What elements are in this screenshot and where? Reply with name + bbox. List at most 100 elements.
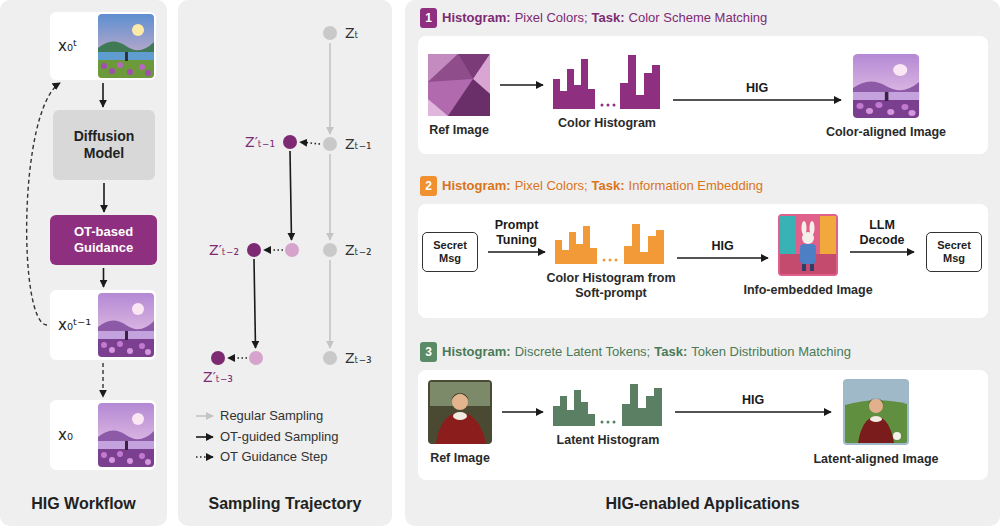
histogram-bars [567,69,574,109]
box-text: OT-based Guidance [50,224,157,255]
caption-holder: Ref Image [429,123,489,138]
card-heading-holder: Histogram:Pixel Colors;Task:Color Scheme… [442,9,767,26]
histogram-bars [553,406,560,426]
caption-holder: Info-embedded Image [743,283,872,298]
reference-image [428,99,448,116]
generated-image [98,14,154,78]
histogram-bars [601,421,604,424]
card-ground [418,36,988,154]
latent-aligned-picture [869,399,883,413]
image-label-holder: x₀ᵗ⁻¹ [58,316,91,334]
histogram-figure: Color Histogram [553,55,661,109]
image-figure: Info-embedded Image [778,214,838,276]
histogram-bars [615,259,618,262]
card-ground [50,12,156,80]
caption: Ref Image [429,123,489,137]
panel-ground [0,0,167,526]
latent-aligned-picture [843,379,909,445]
edge-label: HIG [742,393,764,407]
caption: Color Histogram from Soft-prompt [546,271,675,300]
application-card: Histogram:Discrete Latent Tokens;Task:To… [418,370,988,480]
histogram-figure: Latent Histogram [553,384,663,426]
histogram-bars [656,230,664,264]
card-heading: Pixel Colors; [515,9,588,26]
applications-panel: HIG-enabled ApplicationsHistogram:Pixel … [405,0,1000,526]
card-ground [418,370,988,480]
latent-label: Z′ₜ₋₃ [203,369,233,385]
connector-arrow [500,84,543,86]
latent-label: Z′ₜ₋₁ [245,134,275,150]
caption-holder: Color Histogram from Soft-prompt [546,271,676,301]
card-heading: Histogram: [442,9,511,26]
card-heading: Task: [592,9,625,26]
latent-label: Zₜ [345,25,359,41]
legend-row: OT-guided Sampling [220,429,339,445]
card-heading: Token Distribution Matching [691,343,851,360]
info-embedded-picture [802,264,806,271]
latent-dot: Zₜ [323,26,337,40]
panel-title-holder: Sampling Trajectory [178,495,392,513]
histogram-bars [628,55,636,109]
legend-text: Regular Sampling [220,408,323,423]
connector-arrow [673,99,841,101]
image-label: x₀ᵗ [58,37,77,55]
histogram-bars [555,224,664,264]
histogram-bars [609,259,612,262]
guided-dot: Z′ₜ₋₃ [211,351,225,365]
image-figure: Ref Image [428,380,492,444]
reference-image [428,54,490,116]
edge-label-holder: Prompt Tuning [487,218,547,248]
card-ground [50,12,988,480]
legend-row: OT Guidance Step [220,449,327,465]
info-embedded-picture [802,232,814,244]
trajectory-panel: Sampling Trajectory ZₜZ′ₜ₋₁ Zₜ₋₁ Z′ₜ₋₂ Zₜ₋₂ Z… [178,0,392,526]
latent-aligned-picture [868,398,884,404]
latent-label: Zₜ₋₁ [345,136,372,152]
card-heading-holder: Histogram:Pixel Colors;Task:Information … [442,177,763,194]
image-card: x₀ [50,400,156,470]
histogram-figure: Color Histogram from Soft-prompt [555,222,667,264]
latent-aligned-picture [870,416,882,422]
trajectory-marks [249,351,263,365]
connector-arrow [329,154,331,240]
edge-label-holder: HIG [711,239,733,254]
message-box: Secret Msg [926,232,982,272]
histogram-bars [613,421,616,424]
histogram-bars [560,91,567,109]
legend-sample [196,415,213,417]
histogram-bars [576,244,583,264]
card-heading: Pixel Colors; [515,177,588,194]
image-figure: Ref Image [428,54,490,116]
edge-label: HIG [711,239,733,253]
edge-label-holder: HIG [746,81,768,96]
trajectory-marks [290,151,292,240]
box-text: 3 [425,345,432,359]
latent-dot: Zₜ₋₃ [323,351,337,365]
card-heading: Information Embedding [629,177,763,194]
caption: Latent Histogram [557,433,660,447]
reference-image [428,54,490,116]
box-text: Secret Msg [927,239,981,264]
latent-label-holder: Zₜ₋₂ [345,242,372,258]
histogram-bars [654,388,662,426]
info-embedded-picture [778,214,838,276]
edge-label: HIG [746,81,768,95]
box-text: 2 [425,179,432,193]
info-embedded-picture [800,244,816,264]
latent-label: Z′ₜ₋₂ [209,242,239,258]
card-heading: Histogram: [442,177,511,194]
application-card: Histogram:Pixel Colors;Task:Color Scheme… [418,36,988,154]
histogram-bars [553,79,560,109]
histogram-bars [613,104,616,107]
connector-arrow [329,43,331,134]
card-heading: Color Scheme Matching [629,9,768,26]
latent-label-holder: Z′ₜ₋₂ [209,242,239,258]
image-label-holder: x₀ᵗ [58,37,77,55]
histogram-bars [553,384,662,426]
latent-label-holder: Z′ₜ₋₃ [203,369,233,385]
edge-label: LLM Decode [859,218,904,247]
histogram-bars [632,224,640,264]
legend-text: OT Guidance Step [220,449,327,464]
message-box: Secret Msg [422,232,478,272]
